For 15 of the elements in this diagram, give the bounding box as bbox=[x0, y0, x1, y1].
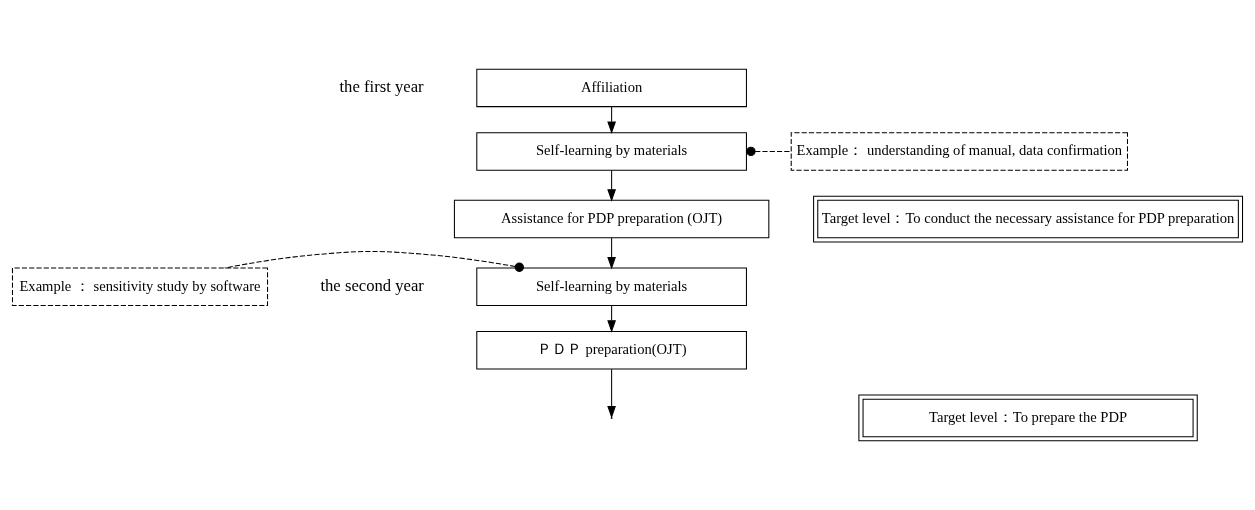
node-box: Assistance for PDP preparation (OJT) bbox=[453, 199, 770, 239]
connector bbox=[224, 250, 524, 272]
arrow bbox=[607, 169, 616, 202]
node-box: Self-learning by materials bbox=[476, 267, 747, 306]
node-box: Target level：To conduct the necessary assistance for PDP preparation bbox=[813, 195, 1244, 243]
node-box: Self-learning by materials bbox=[476, 132, 747, 171]
label: the second year bbox=[320, 275, 424, 295]
node-box: Example ： sensitivity study by software bbox=[11, 267, 269, 306]
node-box: Affiliation bbox=[476, 68, 747, 108]
node-box: Example： understanding of manual, data confirmation bbox=[790, 132, 1128, 171]
label: the first year bbox=[339, 76, 424, 96]
node-box: ＰＤＰ preparation(OJT) bbox=[476, 331, 747, 370]
arrow bbox=[607, 237, 616, 270]
node-box: Target level：To prepare the PDP bbox=[858, 394, 1198, 442]
connector bbox=[746, 146, 792, 157]
